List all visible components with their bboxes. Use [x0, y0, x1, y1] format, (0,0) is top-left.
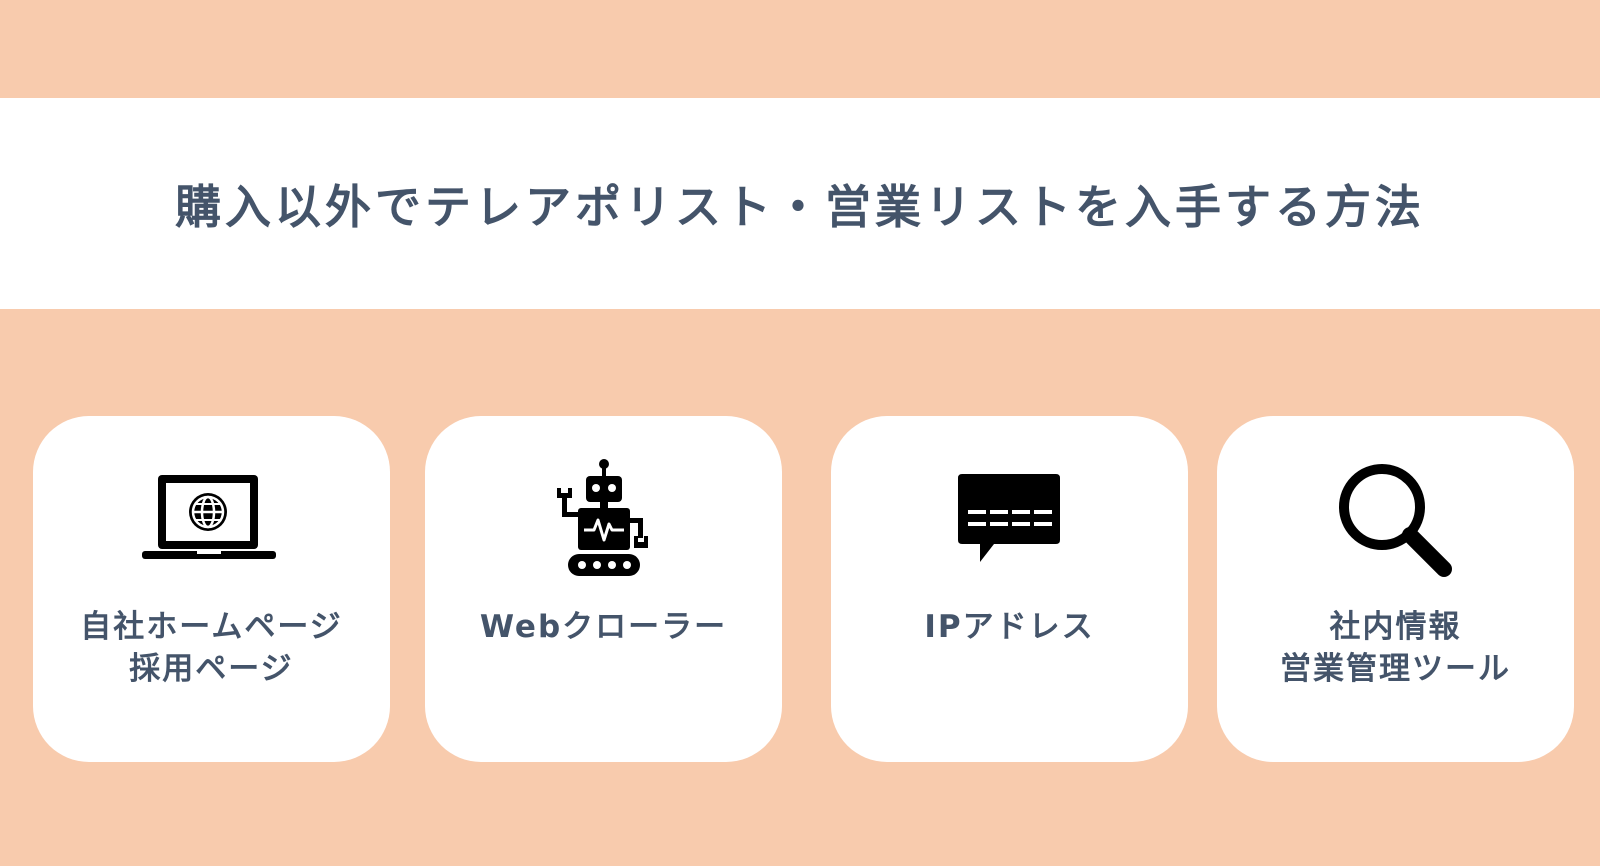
- card-label-line: 社内情報: [1329, 609, 1462, 645]
- card-web-crawler: Webクローラー: [425, 416, 782, 762]
- page-title: 購入以外でテレアポリスト・営業リストを入手する方法: [175, 179, 1425, 234]
- card-internal-info: 社内情報 営業管理ツール: [1217, 416, 1574, 762]
- card-label: 社内情報 営業管理ツール: [1217, 606, 1574, 690]
- laptop-globe-icon: [141, 456, 282, 586]
- card-label-line: Webクローラー: [479, 609, 728, 645]
- card-ip-address: IPアドレス: [831, 416, 1188, 762]
- card-label: IPアドレス: [831, 606, 1188, 648]
- card-label: 自社ホームページ 採用ページ: [33, 606, 390, 690]
- card-label-line: 営業管理ツール: [1280, 651, 1511, 687]
- card-label: Webクローラー: [425, 606, 782, 648]
- title-band: 購入以外でテレアポリスト・営業リストを入手する方法: [0, 98, 1600, 309]
- speech-bubble-icon: [940, 456, 1080, 586]
- card-homepage: 自社ホームページ 採用ページ: [33, 416, 390, 762]
- card-label-line: 採用ページ: [129, 651, 294, 687]
- robot-icon: [534, 456, 674, 586]
- magnifier-icon: [1326, 456, 1466, 586]
- card-label-line: IPアドレス: [924, 609, 1095, 645]
- card-label-line: 自社ホームページ: [80, 609, 343, 645]
